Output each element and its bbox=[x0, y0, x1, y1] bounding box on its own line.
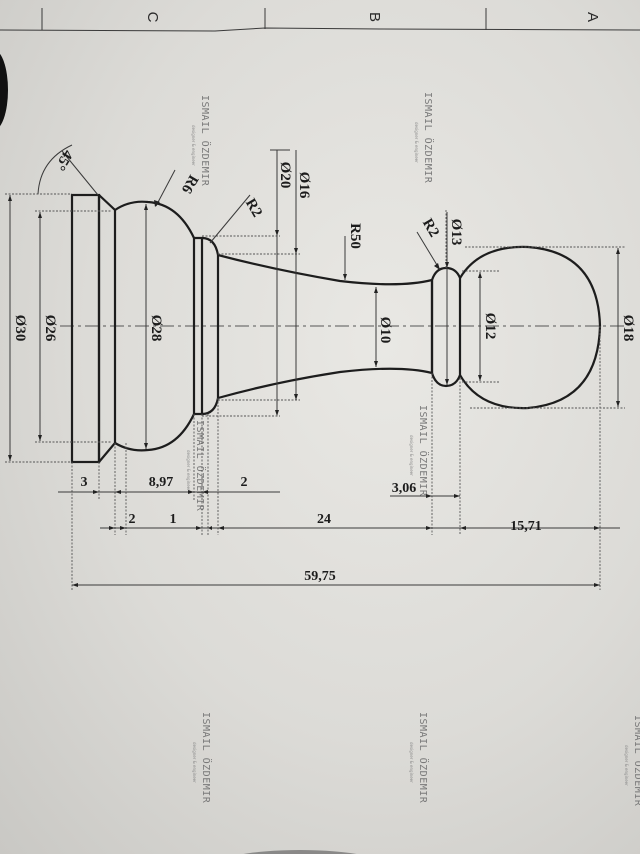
svg-text:designer & engineer: designer & engineer bbox=[192, 742, 197, 783]
extension-lines bbox=[5, 193, 625, 590]
zone-label-a: A bbox=[584, 12, 601, 22]
dim-length-3: 3 bbox=[81, 475, 88, 490]
svg-text:ISMAIL ÖZDEMIR: ISMAIL ÖZDEMIR bbox=[422, 92, 435, 184]
svg-text:ISMAIL ÖZDEMIR: ISMAIL ÖZDEMIR bbox=[200, 712, 213, 804]
svg-text:designer & engineer: designer & engineer bbox=[624, 745, 629, 786]
dim-length-2-lower: 2 bbox=[129, 512, 136, 527]
dim-length-1: 1 bbox=[170, 512, 177, 527]
watermark: ISMAIL ÖZDEMIR designer & engineer bbox=[409, 712, 430, 804]
dim-length-15-71: 15,71 bbox=[510, 519, 542, 534]
svg-text:designer & engineer: designer & engineer bbox=[414, 122, 419, 163]
dim-angle-45: 45° bbox=[51, 147, 75, 173]
svg-text:ISMAIL ÖZDEMIR: ISMAIL ÖZDEMIR bbox=[417, 405, 430, 497]
dim-radius-r2-base: R2 bbox=[242, 196, 265, 220]
zone-label-b: B bbox=[366, 12, 383, 22]
dim-length-2-upper: 2 bbox=[241, 475, 248, 490]
watermark: ISMAIL ÖZDEMIR designer & engineer bbox=[192, 712, 213, 804]
svg-text:ISMAIL ÖZDEMIR: ISMAIL ÖZDEMIR bbox=[194, 420, 207, 512]
collar-round bbox=[201, 236, 220, 416]
dim-length-8-97: 8,97 bbox=[149, 475, 174, 490]
dim-diameter-30: Ø30 bbox=[12, 315, 28, 342]
svg-text:designer & engineer: designer & engineer bbox=[409, 435, 414, 476]
dim-length-24: 24 bbox=[317, 512, 331, 527]
dim-length-overall: 59,75 bbox=[304, 569, 336, 584]
neck-lower bbox=[217, 367, 433, 400]
dim-radius-r50: R50 bbox=[347, 223, 363, 249]
dim-diameter-26: Ø26 bbox=[42, 315, 58, 342]
neck-upper bbox=[217, 253, 433, 286]
frame-border-line bbox=[0, 27, 640, 32]
dim-diameter-28: Ø28 bbox=[148, 315, 164, 342]
zone-label-c: C bbox=[144, 12, 161, 23]
pawn-outline bbox=[70, 193, 602, 464]
svg-text:ISMAIL ÖZDEMIR: ISMAIL ÖZDEMIR bbox=[417, 712, 430, 804]
svg-text:ISMAIL ÖZDEMIR: ISMAIL ÖZDEMIR bbox=[199, 95, 212, 187]
dim-radius-r6: R6 bbox=[178, 172, 201, 196]
dim-diameter-13: Ø13 bbox=[448, 219, 464, 246]
watermark: ISMAIL ÖZDEMIR designer & engineer bbox=[414, 92, 435, 184]
top-collar bbox=[430, 266, 462, 388]
dim-diameter-20: Ø20 bbox=[277, 162, 293, 189]
lower-bulb bbox=[114, 200, 196, 452]
svg-text:ISMAIL ÖZDEMIR: ISMAIL ÖZDEMIR bbox=[632, 715, 640, 807]
watermark: ISMAIL ÖZDEMIR designer & engineer bbox=[186, 420, 207, 512]
svg-text:designer & engineer: designer & engineer bbox=[409, 742, 414, 783]
dark-object-bottom bbox=[243, 850, 357, 854]
dim-diameter-16: Ø16 bbox=[296, 172, 312, 199]
dark-object-edge bbox=[0, 53, 8, 127]
svg-text:designer & engineer: designer & engineer bbox=[186, 450, 191, 491]
dim-length-3-06: 3,06 bbox=[392, 481, 417, 496]
dim-radius-r2-top: R2 bbox=[419, 216, 442, 240]
watermark: ISMAIL ÖZDEMIR designer & engineer bbox=[624, 715, 640, 807]
dim-diameter-10: Ø10 bbox=[377, 317, 393, 344]
svg-text:designer & engineer: designer & engineer bbox=[191, 125, 196, 166]
collar bbox=[194, 236, 204, 416]
base-chamfer bbox=[98, 194, 117, 463]
base-flange bbox=[70, 193, 101, 464]
dimension-lines bbox=[8, 144, 620, 587]
dim-diameter-12: Ø12 bbox=[482, 313, 498, 340]
dim-diameter-18: Ø18 bbox=[620, 315, 636, 342]
watermark: ISMAIL ÖZDEMIR designer & engineer bbox=[409, 405, 430, 497]
watermark: ISMAIL ÖZDEMIR designer & engineer bbox=[191, 95, 212, 187]
